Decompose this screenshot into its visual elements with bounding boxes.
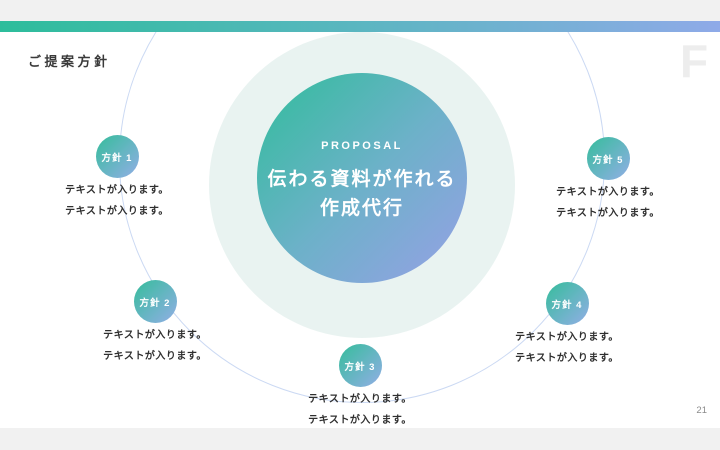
- policy-1-line1: テキストが入ります。: [65, 185, 169, 196]
- policy-item-1: 方針 1 テキストが入ります。 テキストが入ります。: [32, 135, 202, 222]
- central-proposal-circle: PROPOSAL 伝わる資料が作れる 作成代行: [257, 73, 467, 283]
- policy-2-line1: テキストが入ります。: [103, 330, 207, 341]
- policy-item-5: 方針 5 テキストが入ります。 テキストが入ります。: [523, 137, 693, 224]
- policy-3-text: テキストが入ります。 テキストが入ります。: [308, 389, 412, 428]
- policy-3-badge: 方針 3: [338, 344, 382, 387]
- policy-2-badge: 方針 2: [133, 280, 177, 323]
- policy-2-text: テキストが入ります。 テキストが入ります。: [103, 325, 207, 367]
- policy-4-line1: テキストが入ります。: [515, 332, 619, 343]
- proposal-eyebrow: PROPOSAL: [321, 139, 403, 152]
- proposal-heading-line2: 作成代行: [319, 197, 404, 219]
- policy-item-3: 方針 3 テキストが入ります。 テキストが入ります。: [275, 344, 445, 428]
- policy-3-line1: テキストが入ります。: [308, 394, 412, 405]
- presentation-slide: ご提案方針 F PROPOSAL 伝わる資料が作れる 作成代行 方針 1 テキス…: [0, 21, 720, 428]
- policy-1-line2: テキストが入ります。: [65, 206, 169, 217]
- policy-1-badge: 方針 1: [95, 135, 139, 178]
- accent-gradient-bar: [0, 21, 720, 32]
- policy-4-badge: 方針 4: [545, 282, 589, 325]
- policy-5-text: テキストが入ります。 テキストが入ります。: [556, 182, 660, 224]
- policy-3-line2: テキストが入ります。: [308, 415, 412, 426]
- proposal-heading-line1: 伝わる資料が作れる: [267, 168, 457, 190]
- policy-4-line2: テキストが入ります。: [515, 353, 619, 364]
- policy-5-line1: テキストが入ります。: [556, 187, 660, 198]
- policy-1-text: テキストが入ります。 テキストが入ります。: [65, 180, 169, 222]
- page-number: 21: [696, 405, 707, 416]
- policy-2-line2: テキストが入ります。: [103, 351, 207, 362]
- logo-watermark: F: [680, 35, 709, 87]
- policy-4-text: テキストが入ります。 テキストが入ります。: [515, 327, 619, 369]
- policy-item-4: 方針 4 テキストが入ります。 テキストが入ります。: [482, 282, 652, 369]
- slide-title: ご提案方針: [28, 54, 111, 69]
- policy-item-2: 方針 2 テキストが入ります。 テキストが入ります。: [70, 280, 240, 367]
- policy-5-line2: テキストが入ります。: [556, 208, 660, 219]
- policy-5-badge: 方針 5: [586, 137, 630, 180]
